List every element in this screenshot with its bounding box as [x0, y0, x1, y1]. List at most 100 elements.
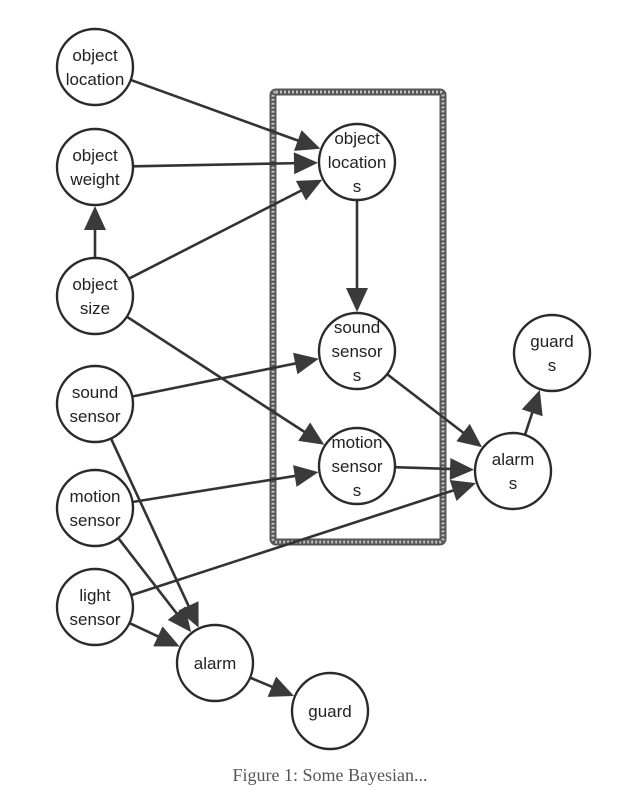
node-label: sensor — [331, 457, 382, 476]
arrowhead-icon — [456, 423, 483, 448]
node-circle — [317, 311, 397, 391]
arrowhead-icon — [153, 626, 180, 647]
edge-line — [109, 437, 192, 611]
node-circle — [55, 27, 135, 107]
node-label: s — [548, 356, 557, 375]
plate-box — [269, 88, 447, 546]
edge-object-locations-to-sound-sensors — [346, 200, 368, 312]
edge-object-size-to-object-locations — [128, 179, 323, 280]
arrowhead-icon — [298, 422, 325, 445]
node-label: weight — [69, 170, 119, 189]
edge-object-weight-to-object-locations — [132, 152, 319, 175]
node-object-locations: object location s — [317, 122, 397, 202]
node-label: object — [334, 129, 380, 148]
node-sound-sensor: sound sensor — [55, 364, 135, 444]
node-label: object — [72, 46, 118, 65]
edge-motion-sensor-to-alarm — [117, 537, 192, 633]
edge-line — [126, 315, 309, 435]
node-label: s — [353, 481, 362, 500]
arrowhead-icon — [178, 601, 199, 628]
node-label: location — [328, 153, 387, 172]
node-label: sound — [334, 318, 380, 337]
arrowhead-icon — [267, 676, 295, 697]
edge-line — [386, 373, 468, 437]
node-circle — [55, 567, 135, 647]
node-label: guard — [530, 332, 573, 351]
node-label: motion — [69, 487, 120, 506]
edge-sound-sensor-to-sound-sensors — [131, 352, 319, 398]
node-label: location — [66, 70, 125, 89]
node-motion-sensors: motion sensor s — [317, 426, 397, 506]
edge-line — [117, 537, 180, 618]
node-light-sensor: light sensor — [55, 567, 135, 647]
node-label: motion — [331, 433, 382, 452]
node-label: sensor — [69, 407, 120, 426]
node-object-size: object size — [55, 256, 135, 336]
edge-alarm-to-guard — [249, 676, 295, 697]
node-label: light — [79, 586, 110, 605]
edge-object-size-to-object-weight — [84, 206, 106, 258]
node-label: s — [353, 177, 362, 196]
node-circle — [55, 127, 135, 207]
node-circle — [55, 468, 135, 548]
node-label: s — [353, 366, 362, 385]
node-label: guard — [308, 702, 351, 721]
node-circle — [317, 426, 397, 506]
node-label: sensor — [331, 342, 382, 361]
node-sound-sensors: sound sensor s — [317, 311, 397, 391]
arrowhead-icon — [449, 457, 475, 480]
edge-object-size-to-motion-sensors — [126, 315, 325, 445]
edge-line — [249, 676, 277, 690]
node-label: sound — [72, 383, 118, 402]
node-label: object — [72, 275, 118, 294]
edge-motion-sensor-to-motion-sensors — [132, 465, 319, 504]
node-circle — [55, 256, 135, 336]
node-label: object — [72, 146, 118, 165]
node-circle — [290, 671, 370, 751]
edge-motion-sensors-to-alarms — [394, 457, 475, 480]
figure-caption: Figure 1: Some Bayesian... — [233, 765, 428, 785]
edge-line — [394, 465, 455, 471]
edge-line — [130, 488, 458, 597]
edge-light-sensor-to-alarms — [130, 480, 476, 597]
node-label: alarm — [194, 654, 237, 673]
arrowhead-icon — [293, 152, 319, 175]
edge-line — [132, 161, 299, 168]
arrowhead-icon — [449, 480, 476, 501]
nodes-layer: object location object weight object size soun… — [55, 27, 592, 751]
node-motion-sensor: motion sensor — [55, 468, 135, 548]
node-label: size — [80, 299, 110, 318]
node-circle — [473, 431, 553, 511]
node-guards: guard s — [512, 313, 592, 393]
node-label: sensor — [69, 511, 120, 530]
arrowhead-icon — [293, 465, 319, 487]
node-circle — [512, 313, 592, 393]
node-label: s — [509, 474, 518, 493]
arrowhead-icon — [294, 130, 321, 151]
node-circle — [175, 623, 255, 703]
node-object-weight: object weight — [55, 127, 135, 207]
edge-line — [523, 408, 535, 436]
node-guard: guard — [290, 671, 370, 751]
arrowhead-icon — [346, 288, 368, 312]
node-circle — [317, 122, 397, 202]
edge-object-location-to-object-locations — [130, 78, 321, 151]
edge-sound-sensors-to-alarms — [386, 373, 483, 448]
node-alarms: alarm s — [473, 431, 553, 511]
arrowhead-icon — [167, 606, 192, 633]
arrowhead-icon — [293, 352, 319, 375]
node-object-location: object location — [55, 27, 135, 107]
edge-line — [128, 187, 306, 280]
arrowhead-icon — [521, 390, 543, 417]
node-circle — [55, 364, 135, 444]
node-label: alarm — [492, 450, 535, 469]
arrowhead-icon — [84, 206, 106, 230]
edge-light-sensor-to-alarm — [128, 621, 180, 647]
edge-sound-sensor-to-alarm — [109, 437, 199, 628]
node-alarm: alarm — [175, 623, 255, 703]
edges-layer — [84, 78, 543, 697]
node-label: sensor — [69, 610, 120, 629]
edge-line — [131, 361, 300, 398]
edge-line — [132, 474, 299, 504]
